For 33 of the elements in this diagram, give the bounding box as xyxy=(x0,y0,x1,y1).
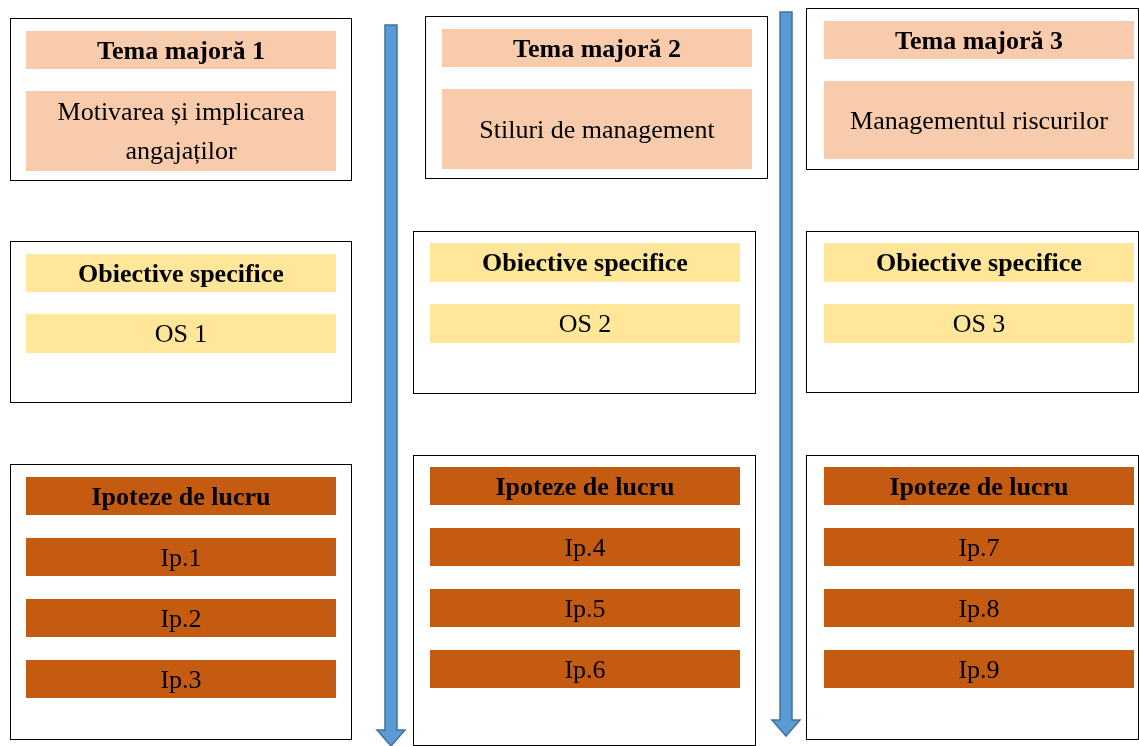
panel xyxy=(10,241,352,403)
panel xyxy=(806,455,1139,740)
content-bar: Ip.6 xyxy=(430,650,740,688)
content-bar: Motivarea și implicarea angajaților xyxy=(26,91,336,171)
header-bar: Ipoteze de lucru xyxy=(430,467,740,505)
content-bar: Ip.9 xyxy=(824,650,1134,688)
content-bar: Managementul riscurilor xyxy=(824,81,1134,159)
header-bar: Obiective specifice xyxy=(824,243,1134,282)
panel xyxy=(413,231,756,394)
content-bar: OS 1 xyxy=(26,314,336,353)
header-bar: Obiective specifice xyxy=(26,254,336,292)
header-bar: Tema majoră 3 xyxy=(824,21,1134,59)
content-bar: Ip.1 xyxy=(26,538,336,576)
panel xyxy=(10,18,352,181)
content-bar: Ip.7 xyxy=(824,528,1134,566)
content-bar: Ip.8 xyxy=(824,589,1134,627)
content-bar: Ip.4 xyxy=(430,528,740,566)
content-bar: Ip.5 xyxy=(430,589,740,627)
header-bar: Obiective specifice xyxy=(430,243,740,282)
panel xyxy=(806,8,1139,170)
content-bar: Stiluri de management xyxy=(442,89,752,169)
panel xyxy=(425,16,768,179)
panel xyxy=(806,231,1139,393)
content-bar: Ip.3 xyxy=(26,660,336,698)
content-bar: OS 2 xyxy=(430,304,740,343)
panel xyxy=(413,455,756,746)
content-bar: Ip.2 xyxy=(26,599,336,637)
panel xyxy=(10,464,352,740)
content-bar: OS 3 xyxy=(824,304,1134,343)
header-bar: Tema majoră 2 xyxy=(442,29,752,67)
header-bar: Ipoteze de lucru xyxy=(824,467,1134,505)
header-bar: Tema majoră 1 xyxy=(26,31,336,69)
header-bar: Ipoteze de lucru xyxy=(26,477,336,515)
